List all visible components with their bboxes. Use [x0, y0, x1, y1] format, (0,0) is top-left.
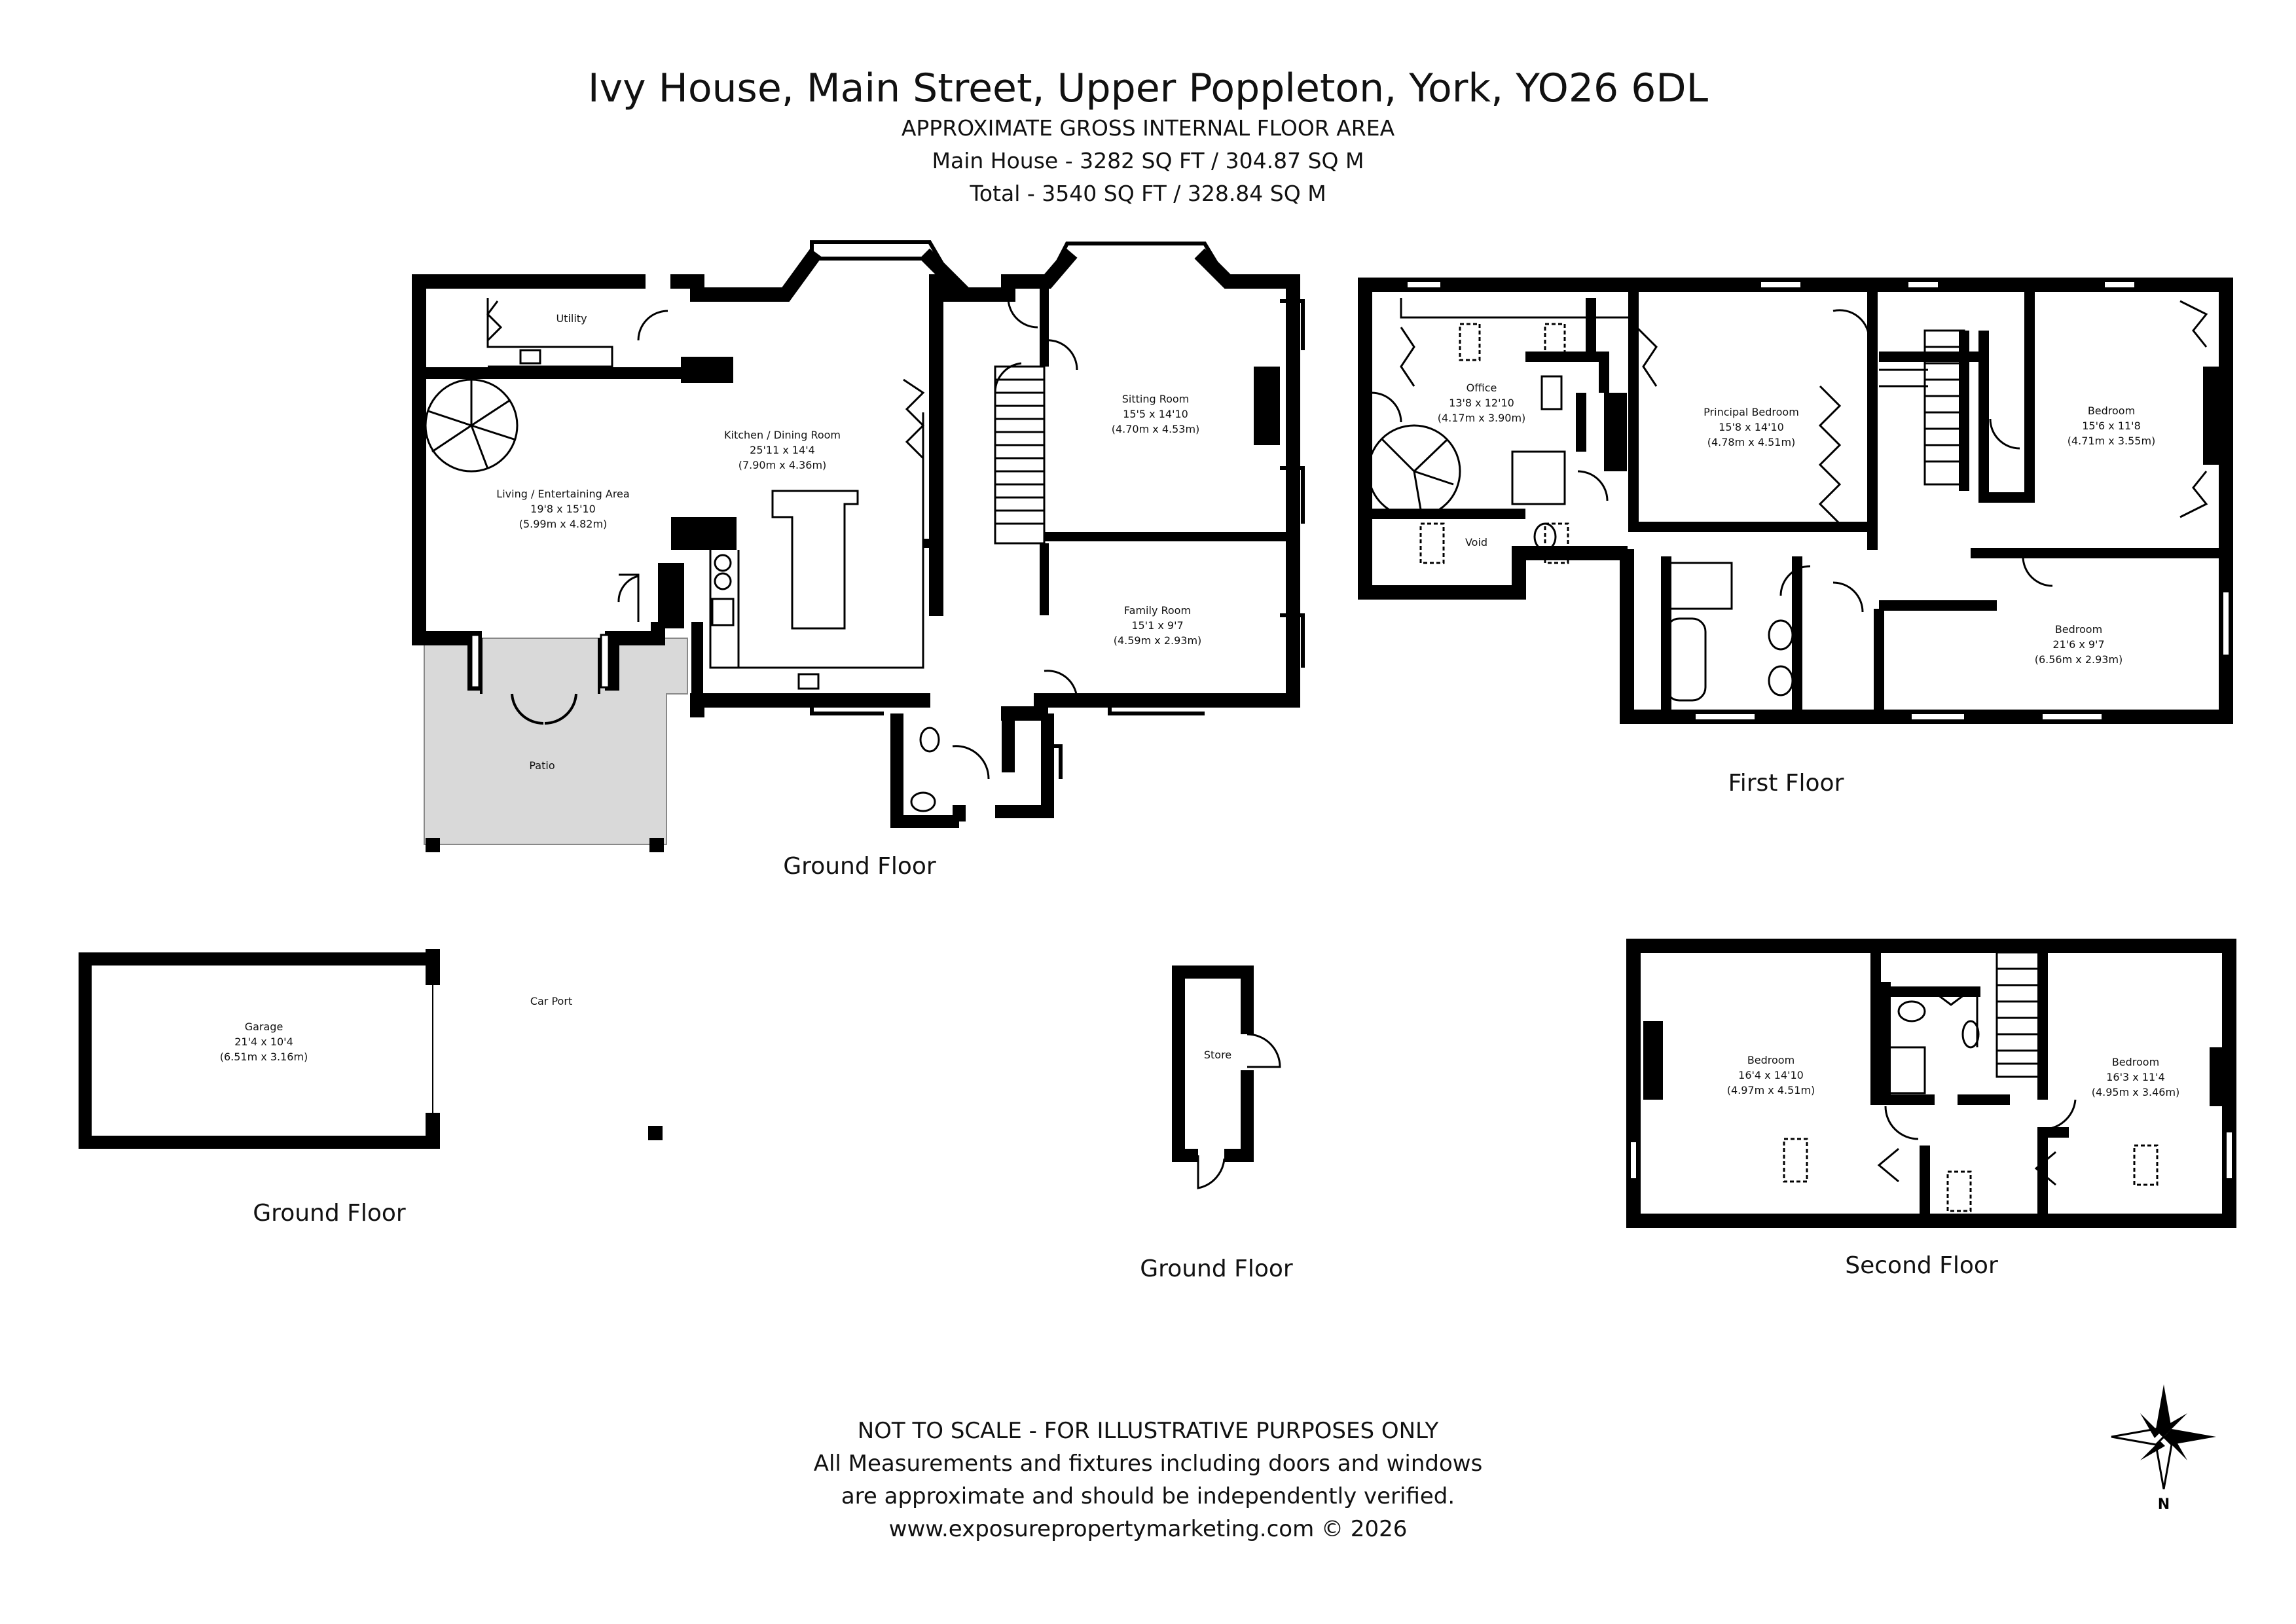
disclaimer-website[interactable]: www.exposurepropertymarketing.com © 2026: [888, 1516, 1408, 1542]
ff-bedroom-lower-label: Bedroom: [2055, 623, 2102, 636]
ff-bedroom-right-label: Bedroom: [2088, 405, 2135, 417]
sf-bedroom-right-label: Bedroom: [2112, 1056, 2159, 1068]
family-room-size: 15'1 x 9'7: [1131, 619, 1183, 632]
garage-walls: [79, 952, 439, 1149]
store-floor-label: Ground Floor: [1140, 1255, 1293, 1282]
garage-plan: [79, 949, 663, 1149]
garage-floor-label: Ground Floor: [253, 1200, 406, 1227]
utility-label: Utility: [556, 312, 587, 325]
office-metric: (4.17m x 3.90m): [1438, 412, 1526, 424]
ff-bedroom-right-size: 15'6 x 11'8: [2082, 420, 2141, 432]
store-walls: [1172, 965, 1254, 1162]
kitchen-size: 25'11 x 14'4: [750, 444, 815, 456]
garage-size: 21'4 x 10'4: [234, 1036, 293, 1048]
floor-labels: Ground Floor First Floor Ground Floor Gr…: [253, 770, 1998, 1282]
sf-bedroom-right-metric: (4.95m x 3.46m): [2092, 1086, 2180, 1098]
property-title: Ivy House, Main Street, Upper Poppleton,…: [587, 65, 1709, 111]
family-room-label: Family Room: [1124, 604, 1191, 617]
living-size: 19'8 x 15'10: [530, 503, 596, 515]
principal-bedroom-label: Principal Bedroom: [1704, 406, 1799, 418]
north-compass-icon: N: [2111, 1384, 2216, 1513]
office-size: 13'8 x 12'10: [1449, 397, 1514, 409]
principal-bedroom-metric: (4.78m x 4.51m): [1707, 436, 1796, 448]
ground-floor-label: Ground Floor: [783, 853, 936, 880]
ground-floor-outer-walls: [412, 248, 1300, 721]
patio-area: [424, 638, 688, 845]
compass-north-label: N: [2158, 1496, 2170, 1513]
sitting-room-metric: (4.70m x 4.53m): [1112, 423, 1200, 435]
first-floor-label: First Floor: [1728, 770, 1844, 797]
garage-label: Garage: [245, 1020, 283, 1033]
sf-bedroom-left-size: 16'4 x 14'10: [1738, 1069, 1804, 1081]
carport-label: Car Port: [530, 995, 572, 1007]
principal-bedroom-size: 15'8 x 14'10: [1719, 421, 1784, 433]
sf-bedroom-left-metric: (4.97m x 4.51m): [1727, 1084, 1815, 1096]
second-floor-label: Second Floor: [1845, 1252, 1998, 1279]
second-floor-plan: [1626, 939, 2236, 1228]
store-plan: [1172, 965, 1281, 1189]
garage-metric: (6.51m x 3.16m): [220, 1051, 308, 1063]
sitting-room-label: Sitting Room: [1122, 393, 1190, 405]
kitchen-metric: (7.90m x 4.36m): [738, 459, 827, 471]
first-floor-plan: [1358, 278, 2233, 724]
ff-bedroom-lower-size: 21'6 x 9'7: [2052, 638, 2104, 651]
disclaimer-line-2: All Measurements and fixtures including …: [813, 1451, 1483, 1477]
void-label: Void: [1465, 536, 1487, 549]
sf-bedroom-left-label: Bedroom: [1747, 1054, 1795, 1066]
living-metric: (5.99m x 4.82m): [519, 518, 608, 530]
total-area: Total - 3540 SQ FT / 328.84 SQ M: [970, 181, 1326, 206]
living-label: Living / Entertaining Area: [496, 488, 629, 500]
first-floor-outer-walls: [1358, 278, 2233, 724]
family-room-metric: (4.59m x 2.93m): [1114, 634, 1202, 647]
room-labels: Utility Living / Entertaining Area 19'8 …: [220, 312, 2180, 1098]
main-house-area: Main House - 3282 SQ FT / 304.87 SQ M: [932, 148, 1364, 173]
patio-label: Patio: [529, 759, 555, 772]
ff-bedroom-lower-metric: (6.56m x 2.93m): [2035, 653, 2123, 666]
ff-bedroom-right-metric: (4.71m x 3.55m): [2068, 435, 2156, 447]
sitting-room-size: 15'5 x 14'10: [1123, 408, 1188, 420]
sf-bedroom-right-size: 16'3 x 11'4: [2106, 1071, 2165, 1083]
second-floor-outer-walls: [1626, 939, 2236, 1228]
office-label: Office: [1467, 382, 1497, 394]
store-label: Store: [1204, 1049, 1231, 1061]
disclaimer-line-1: NOT TO SCALE - FOR ILLUSTRATIVE PURPOSES…: [857, 1418, 1439, 1444]
kitchen-label: Kitchen / Dining Room: [724, 429, 841, 441]
area-subtitle: APPROXIMATE GROSS INTERNAL FLOOR AREA: [901, 115, 1395, 141]
disclaimer-line-3: are approximate and should be independen…: [841, 1483, 1455, 1509]
ground-floor-plan: [412, 240, 1305, 852]
